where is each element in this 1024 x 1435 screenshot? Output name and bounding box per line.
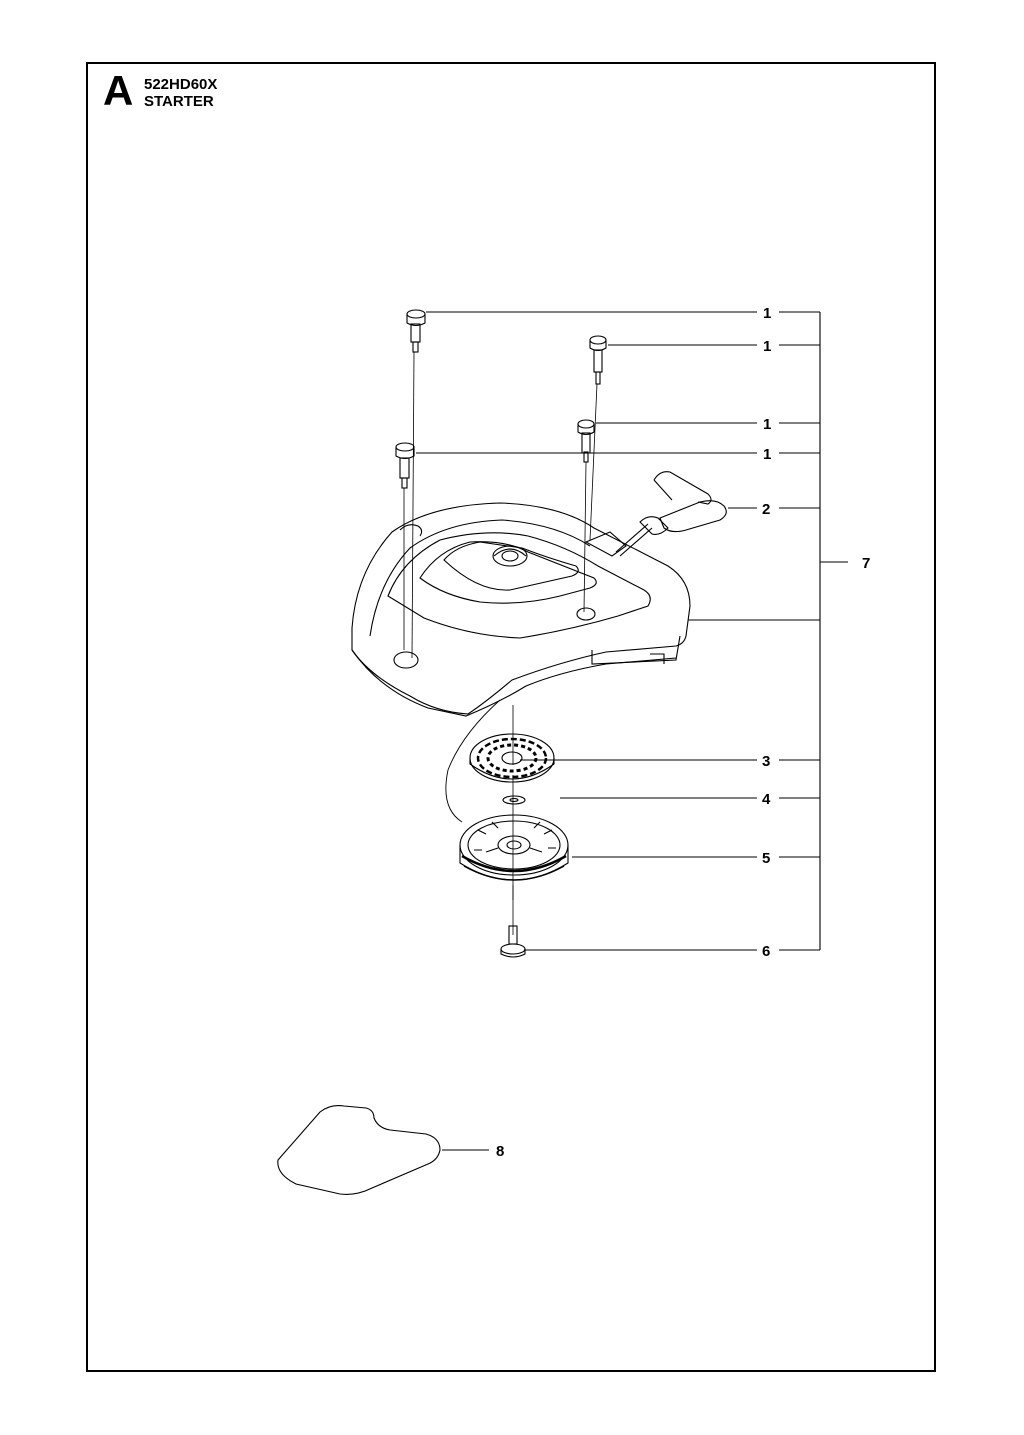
section-letter: A — [103, 67, 134, 114]
callout-starter-handle: 2 — [762, 501, 770, 518]
pulley — [459, 814, 569, 881]
decal — [277, 1105, 441, 1195]
callout-screw-top-left: 1 — [763, 305, 771, 322]
section-title: STARTER — [144, 93, 214, 110]
screw-icon — [500, 925, 526, 958]
screw-icon — [577, 419, 595, 463]
starter-handle — [615, 471, 727, 557]
callout-starter-assembly: 7 — [862, 555, 870, 572]
callout-recoil-spring: 3 — [762, 753, 770, 770]
assembly-bracket — [779, 311, 848, 951]
starter-rope — [445, 699, 501, 823]
screw-icon — [406, 309, 426, 353]
callout-pulley: 5 — [762, 850, 770, 867]
callout-labels: 1 1 1 1 2 3 4 5 6 7 8 — [496, 305, 870, 1160]
screw-icon — [589, 335, 607, 385]
callout-pulley-screw: 6 — [762, 943, 770, 960]
recoil-spring — [469, 733, 555, 783]
callout-screw-left: 1 — [763, 446, 771, 463]
starter-cover — [351, 502, 691, 717]
drawing-frame — [86, 62, 936, 1372]
callout-screw-top-right: 1 — [763, 338, 771, 355]
leader-lines — [416, 311, 820, 1151]
model-title: 522HD60X — [144, 76, 218, 93]
screw-icon — [395, 442, 415, 489]
callout-decal: 8 — [496, 1143, 504, 1160]
callout-washer: 4 — [762, 791, 771, 808]
callout-screw-middle: 1 — [763, 416, 771, 433]
washer — [502, 795, 526, 805]
